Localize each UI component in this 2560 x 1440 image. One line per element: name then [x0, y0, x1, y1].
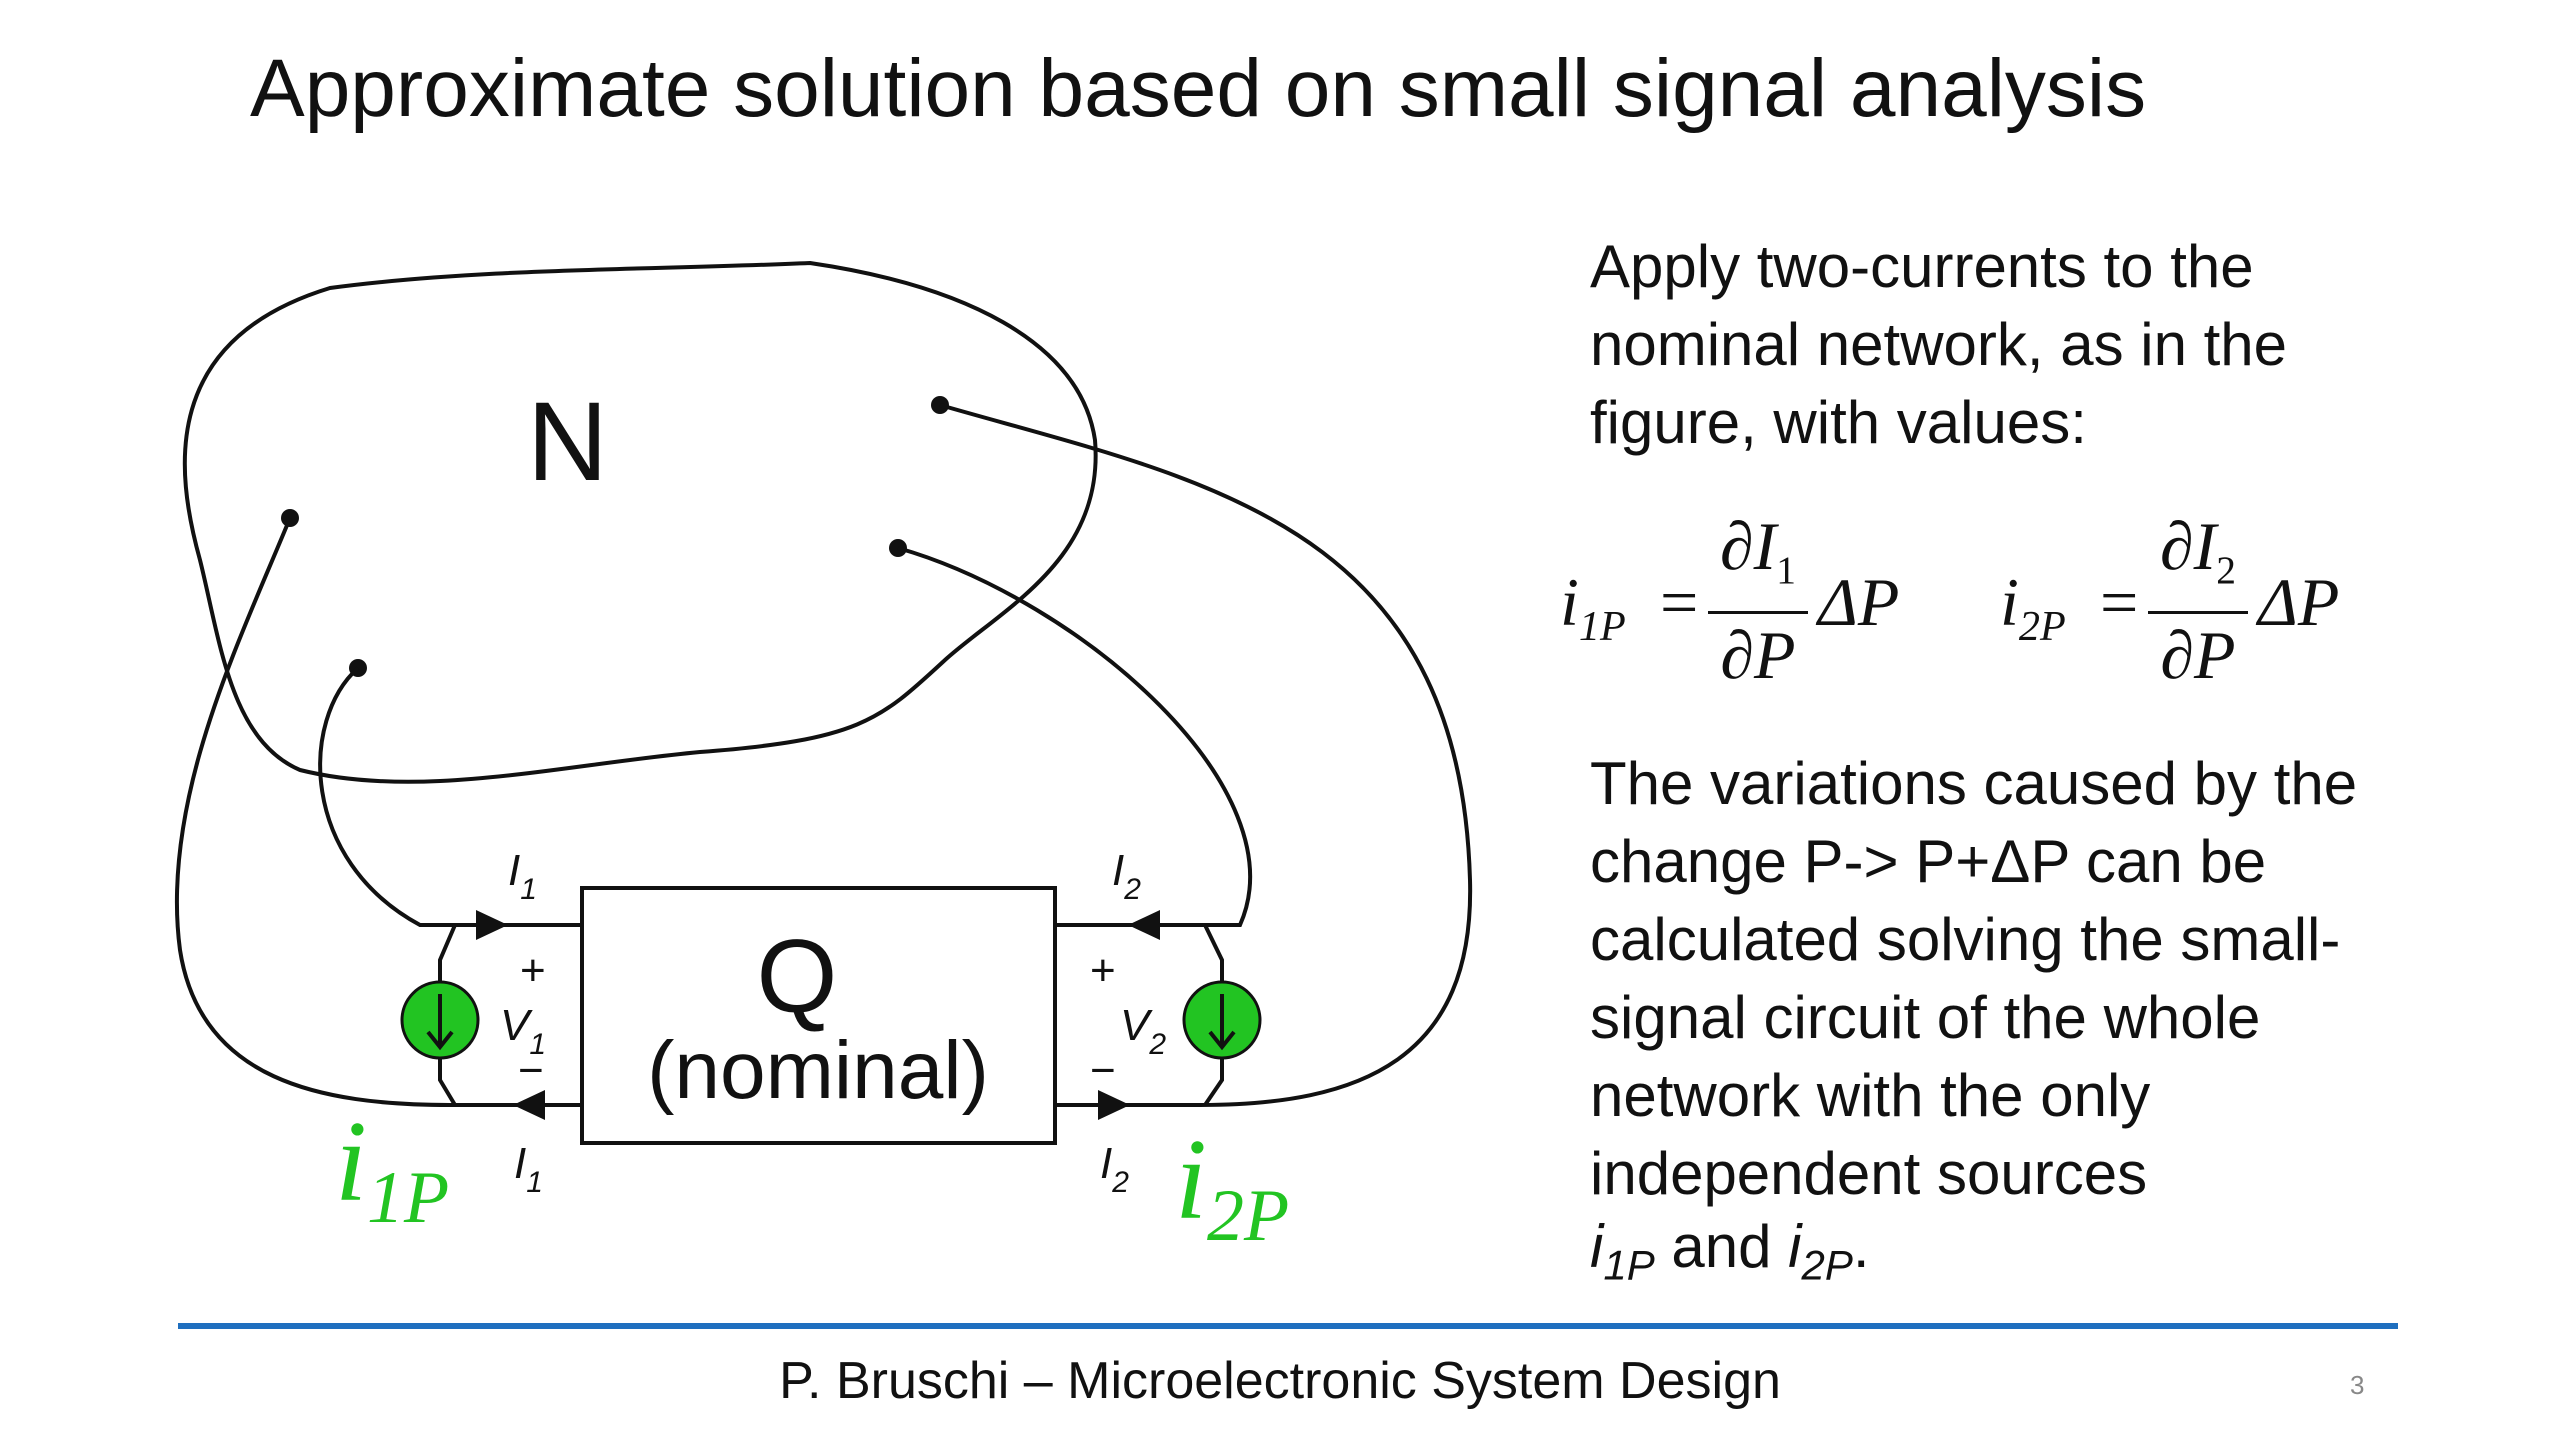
arrow-down-icon — [426, 994, 454, 1051]
plus-sign: + — [1090, 946, 1116, 995]
minus-sign: − — [1090, 1046, 1116, 1095]
current-label-i1-bottom: I1 — [514, 1139, 543, 1199]
current-label-i2-top: I2 — [1112, 846, 1141, 906]
arrow-down-icon — [1208, 994, 1236, 1051]
voltage-label-v1: V1 — [500, 1001, 546, 1061]
formula-row: i1P = ∂I1 ∂P ΔP i2P = ∂I2 ∂P ΔP — [1550, 505, 2470, 705]
minus-sign: − — [518, 1046, 544, 1095]
page-number: 3 — [2350, 1370, 2365, 1400]
plus-sign: + — [520, 946, 546, 995]
source-label-i1p: i1P — [335, 1098, 449, 1239]
current-label-i1-top: I1 — [508, 846, 537, 906]
wire — [1203, 1055, 1224, 1107]
slide-title: Approximate solution based on small sign… — [250, 43, 2147, 134]
current-label-i2-bottom: I2 — [1100, 1139, 1129, 1199]
wire — [438, 924, 457, 985]
wire — [939, 403, 1473, 1107]
current-arrow-icon — [476, 910, 508, 940]
voltage-label-v2: V2 — [1120, 1001, 1166, 1061]
footer-text: P. Bruschi – Microelectronic System Desi… — [779, 1352, 1781, 1410]
fraction: ∂I1 ∂P — [1708, 505, 1808, 696]
current-arrow-icon — [513, 1090, 545, 1120]
wire — [318, 666, 490, 927]
source-label-i2p: i2P — [1175, 1116, 1289, 1257]
description-paragraph-3: i1P and i2P. — [1590, 1213, 1870, 1289]
network-label: N — [527, 379, 608, 504]
wire — [1203, 924, 1224, 985]
description-paragraph-2: The variations caused by the change P-> … — [1590, 750, 2358, 1207]
current-arrow-icon — [1128, 910, 1160, 940]
wire — [174, 517, 490, 1107]
description-paragraph-1: Apply two-currents to the nominal networ… — [1590, 233, 2288, 456]
current-arrow-icon — [1098, 1090, 1130, 1120]
block-q — [580, 886, 1057, 1145]
wire — [438, 1055, 457, 1107]
network-boundary — [182, 260, 1098, 784]
wire — [897, 546, 1253, 927]
footer-divider — [178, 1323, 2398, 1329]
fraction: ∂I2 ∂P — [2148, 505, 2248, 696]
block-sublabel: (nominal) — [647, 1025, 989, 1116]
block-label: Q — [757, 919, 838, 1035]
